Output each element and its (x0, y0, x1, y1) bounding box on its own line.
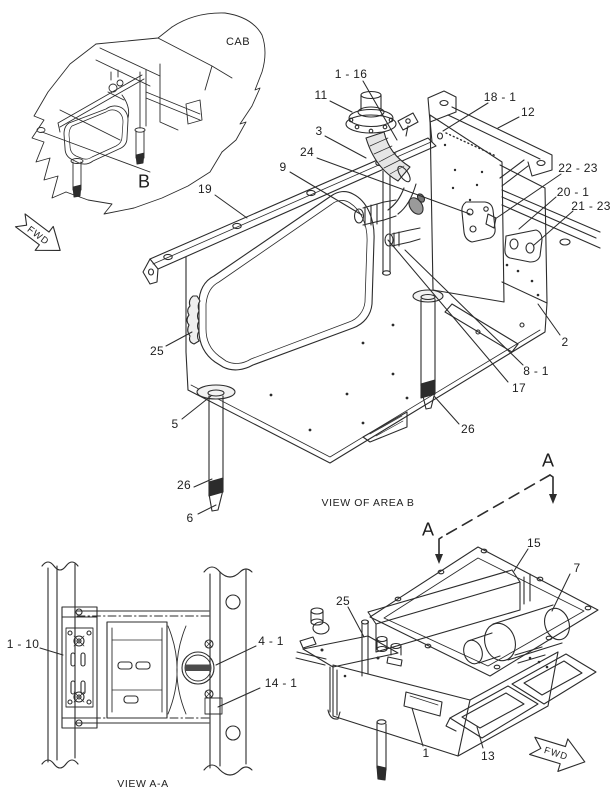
callout-26-right: 26 (461, 422, 475, 436)
callout-22-23: 22 - 23 (558, 161, 598, 175)
callout-25: 25 (150, 344, 164, 358)
callout-2: 2 (561, 335, 569, 349)
callout-21-23: 21 - 23 (571, 199, 611, 213)
section-cut-line (435, 474, 557, 564)
callout-6: 6 (186, 511, 194, 525)
callout-25-lower: 25 (336, 594, 350, 608)
callout-7: 7 (573, 561, 581, 575)
area-b-assembly (142, 90, 601, 512)
callout-1: 1 (422, 746, 430, 760)
callout-19: 19 (198, 182, 212, 196)
callout-1-16: 1 - 16 (334, 67, 368, 81)
view-a-a-caption: VIEW A-A (117, 778, 169, 790)
leader-lines (39, 80, 574, 749)
view-of-area-b-caption: VIEW OF AREA B (321, 497, 415, 509)
inset-machine-sketch (31, 12, 266, 215)
callout-12: 12 (521, 105, 535, 119)
callout-14-1: 14 - 1 (264, 676, 298, 690)
callout-26-left: 26 (177, 478, 191, 492)
callout-9: 9 (279, 160, 287, 174)
callout-20-1: 20 - 1 (556, 185, 590, 199)
callout-5: 5 (171, 417, 179, 431)
callout-18-1: 18 - 1 (483, 90, 517, 104)
callout-11: 11 (314, 88, 328, 102)
callout-4-1: 4 - 1 (258, 634, 284, 648)
callout-8-1: 8 - 1 (523, 364, 549, 378)
fwd-arrow-bottom-right-shape (529, 736, 586, 772)
callout-13: 13 (481, 749, 495, 763)
detail-area-letter: B (137, 171, 151, 192)
callout-24: 24 (300, 145, 314, 159)
cab-label: CAB (225, 36, 251, 48)
callout-1-10: 1 - 10 (6, 637, 40, 651)
fwd-arrow-top-left-shape (14, 213, 61, 251)
callout-15: 15 (527, 536, 541, 550)
section-marker-a-top: A (541, 450, 555, 471)
section-marker-a-bottom: A (421, 519, 435, 540)
view-aa-assembly (41, 561, 253, 776)
section-a-assembly (295, 546, 599, 781)
callout-17: 17 (512, 381, 526, 395)
callout-3: 3 (315, 124, 323, 138)
